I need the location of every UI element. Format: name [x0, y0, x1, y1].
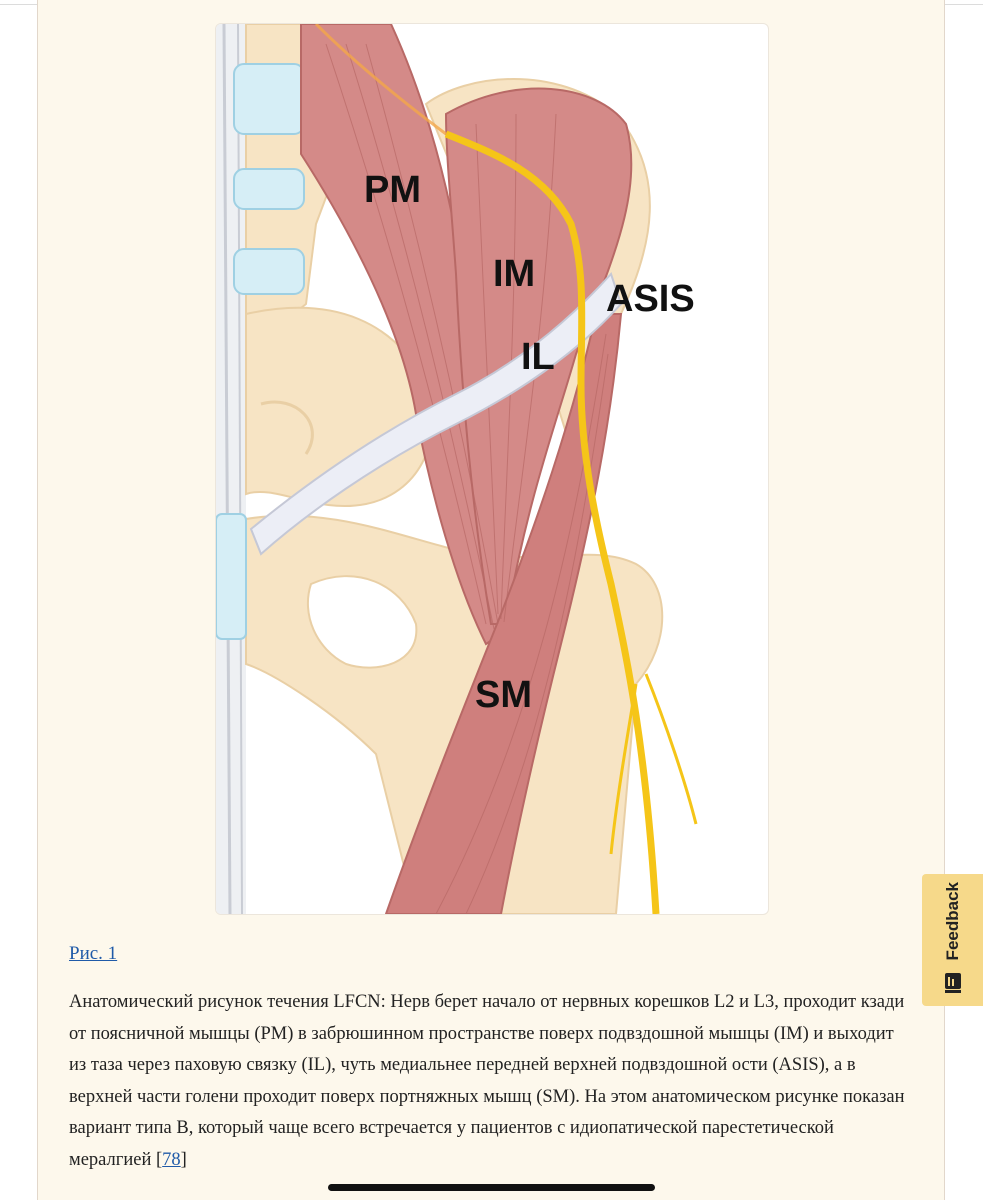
caption-suffix: ] — [180, 1149, 187, 1170]
nerve-branch-2 — [609, 683, 638, 855]
feedback-label: Feedback — [942, 881, 962, 960]
label-il: IL — [521, 336, 555, 378]
spine-line — [222, 24, 232, 914]
obturator-foramen — [306, 575, 418, 669]
disc-2 — [233, 168, 305, 210]
label-asis: ASIS — [606, 278, 695, 320]
inguinal-ligament — [249, 272, 623, 556]
disc-3 — [233, 248, 305, 295]
nerve-branch-1 — [644, 673, 698, 825]
caption-text: Анатомический рисунок течения LFCN: Нерв… — [69, 992, 905, 1170]
feedback-icon — [944, 973, 961, 993]
sartorius-muscle — [384, 313, 623, 914]
nerve-roots — [314, 24, 447, 136]
reference-link[interactable]: 78 — [162, 1149, 181, 1170]
label-pm: PM — [364, 169, 421, 211]
home-indicator[interactable] — [328, 1184, 655, 1191]
label-sm: SM — [475, 674, 532, 716]
anatomy-illustration: PM IM ASIS IL SM — [216, 24, 698, 914]
bone-detail — [260, 400, 314, 455]
figure-caption: Анатомический рисунок течения LFCN: Нерв… — [69, 987, 914, 1176]
feedback-button[interactable]: Feedback — [922, 874, 983, 1006]
label-im: IM — [493, 253, 535, 295]
anatomical-figure[interactable]: PM IM ASIS IL SM — [215, 23, 769, 915]
figure-link[interactable]: Рис. 1 — [69, 943, 118, 964]
pubic-symphysis — [216, 513, 247, 640]
disc-1 — [233, 63, 305, 135]
